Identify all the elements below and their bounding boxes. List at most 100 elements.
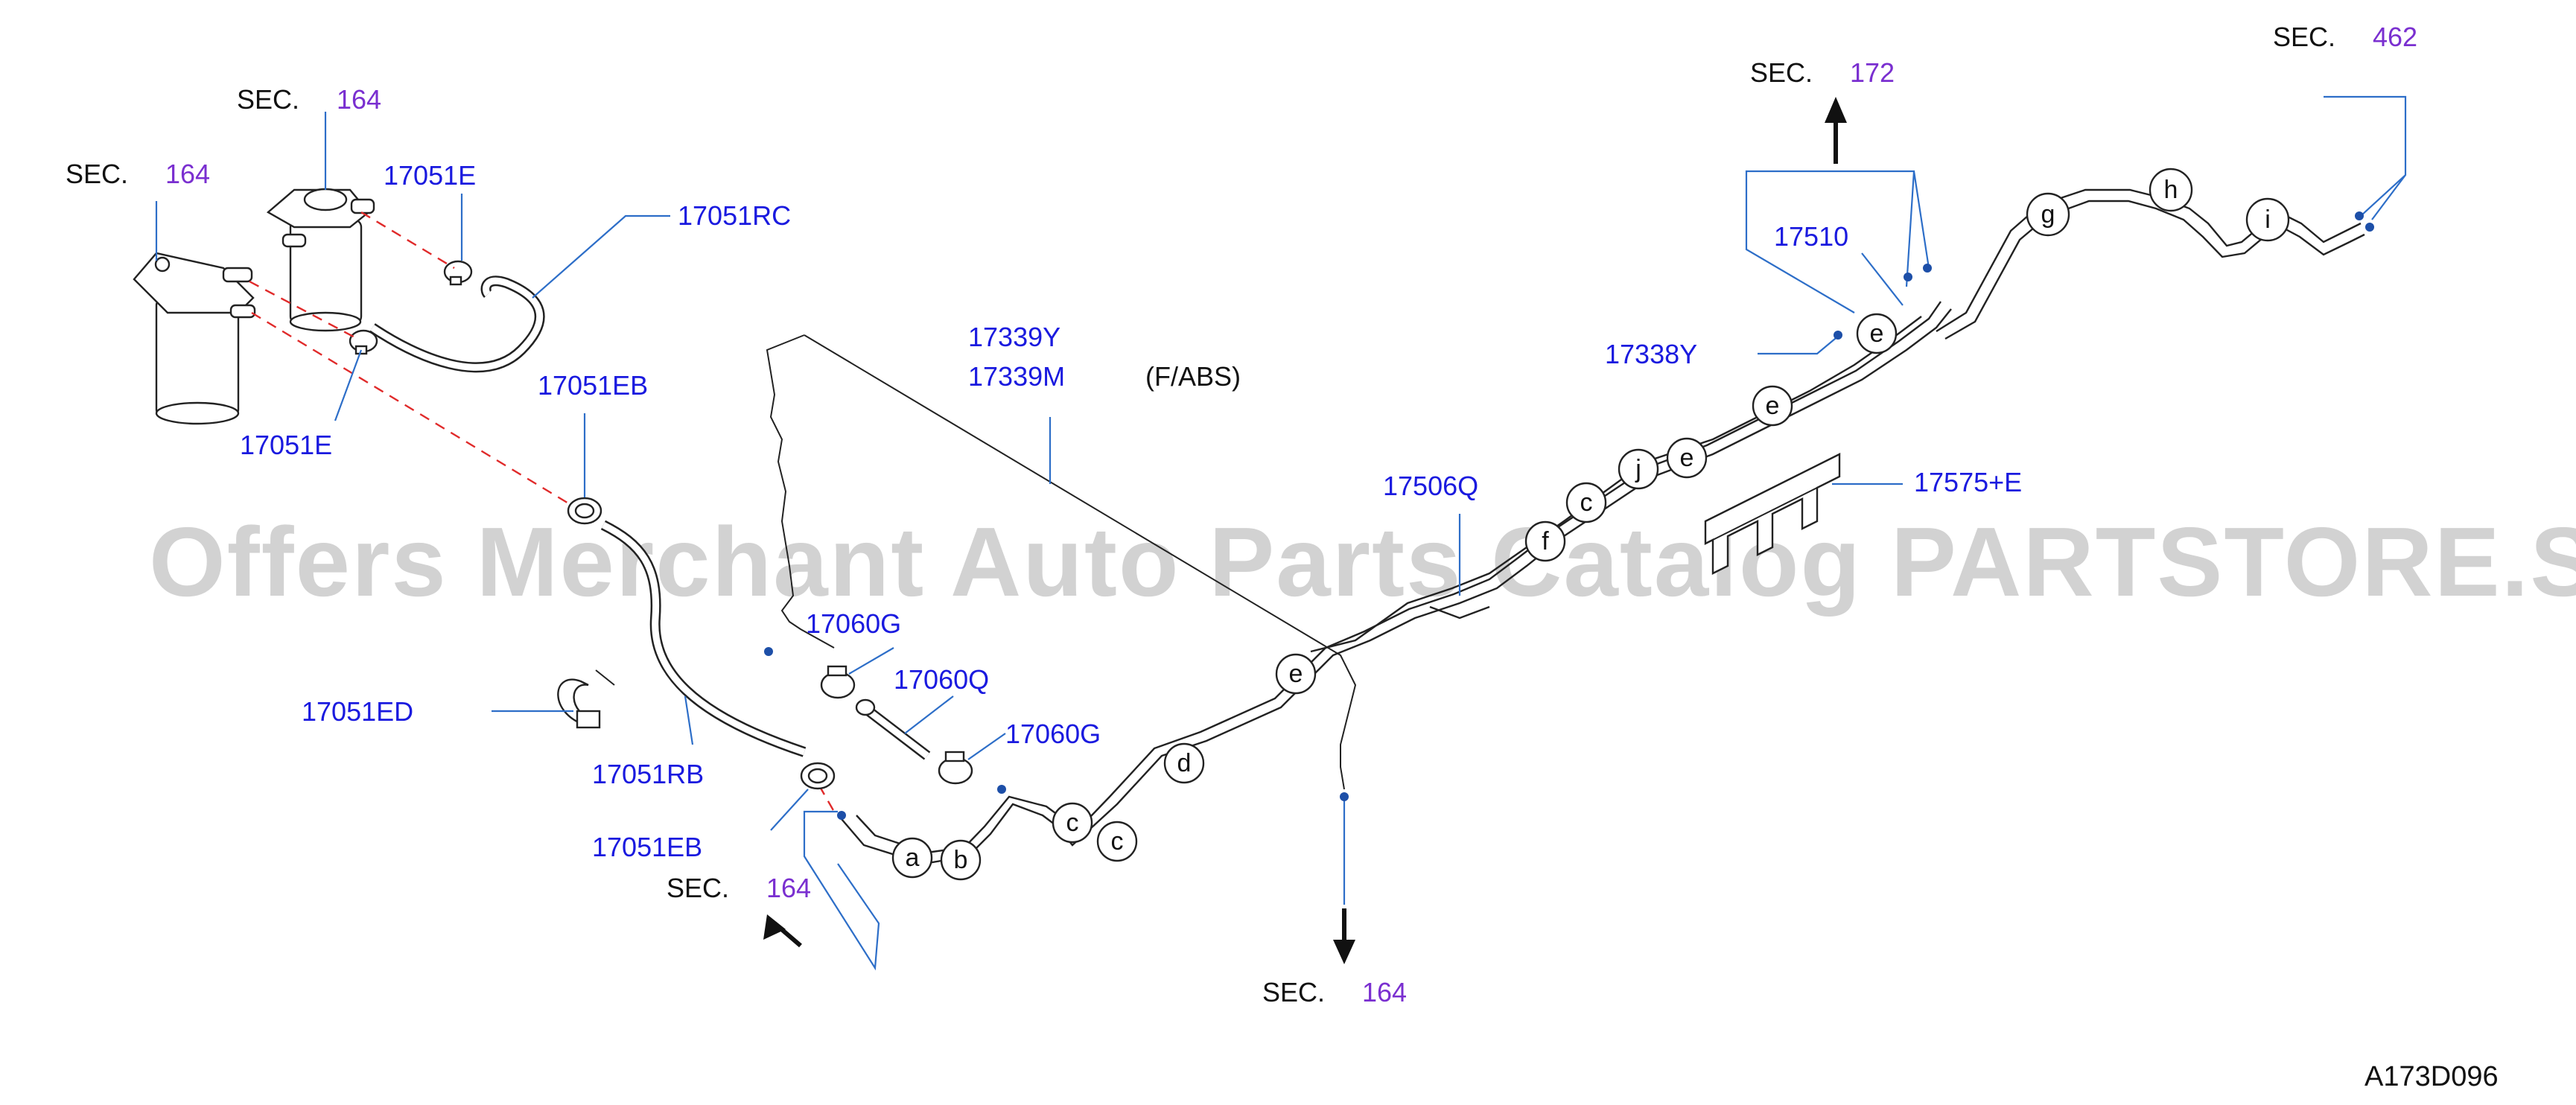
- svg-text:SEC.: SEC.: [1750, 57, 1813, 88]
- clamp-17051EB-bottom[interactable]: [800, 762, 836, 790]
- svg-text:b: b: [954, 846, 968, 874]
- leader-17510: [1861, 252, 1904, 306]
- tube-end-dot-9: [2365, 223, 2374, 232]
- arrow-up-sec172: [1825, 97, 1847, 164]
- svg-text:SEC.: SEC.: [1262, 977, 1325, 1007]
- evap-canister-left[interactable]: [133, 252, 256, 425]
- svg-text:c: c: [1580, 488, 1593, 517]
- svg-text:SEC.: SEC.: [237, 84, 299, 115]
- clip-bubble-g[interactable]: g: [2026, 192, 2070, 237]
- part-label-17575E[interactable]: 17575+E: [1914, 467, 2022, 497]
- clip-bubble-e4[interactable]: e: [1856, 313, 1898, 354]
- svg-text:c: c: [1111, 827, 1124, 856]
- clip-bubble-a[interactable]: a: [891, 837, 933, 879]
- part-label-17060G-bottom[interactable]: 17060G: [1005, 719, 1101, 749]
- clip-bubble-b[interactable]: b: [940, 839, 982, 881]
- clip-bubble-e3[interactable]: e: [1752, 385, 1793, 427]
- part-label-17051RC[interactable]: 17051RC: [678, 200, 791, 231]
- svg-text:j: j: [1635, 455, 1641, 483]
- hose-17051RC[interactable]: [369, 276, 545, 373]
- section-ref-far[interactable]: SEC. 462: [2273, 22, 2417, 52]
- part-label-17506Q[interactable]: 17506Q: [1383, 471, 1478, 501]
- part-label-17339Y[interactable]: 17339Y: [968, 322, 1060, 352]
- clip-bubble-f[interactable]: f: [1524, 520, 1566, 562]
- clip-bubble-j[interactable]: j: [1618, 448, 1659, 490]
- clip-bubble-c2[interactable]: c: [1096, 821, 1138, 862]
- leader-sec164-front: [803, 810, 880, 971]
- part-label-17051ED[interactable]: 17051ED: [302, 696, 413, 727]
- section-ref-bottom[interactable]: SEC. 164: [1262, 977, 1407, 1007]
- svg-text:e: e: [1680, 444, 1694, 472]
- part-label-17051E-mid[interactable]: 17051E: [240, 430, 332, 460]
- svg-text:a: a: [906, 844, 920, 872]
- part-label-17060Q[interactable]: 17060Q: [894, 664, 989, 695]
- clamp-17060G-bottom[interactable]: [938, 751, 973, 785]
- note-fabs: (F/ABS): [1145, 361, 1241, 392]
- tube-end-dot-1: [764, 647, 773, 656]
- hose-17051RB[interactable]: [600, 520, 807, 757]
- tube-end-dot-7: [1923, 264, 1932, 273]
- svg-text:i: i: [2265, 206, 2271, 234]
- clamp-17051E-top[interactable]: [443, 260, 473, 286]
- clip-bubble-h[interactable]: h: [2149, 168, 2193, 212]
- part-label-17510[interactable]: 17510: [1774, 221, 1848, 252]
- svg-text:e: e: [1766, 392, 1780, 420]
- svg-text:164: 164: [337, 84, 381, 115]
- svg-text:164: 164: [165, 159, 210, 189]
- clip-bubble-c1[interactable]: c: [1052, 802, 1093, 844]
- svg-text:d: d: [1177, 749, 1192, 777]
- svg-text:164: 164: [766, 873, 811, 903]
- svg-text:c: c: [1066, 809, 1079, 837]
- svg-text:164: 164: [1362, 977, 1407, 1007]
- clip-bubble-d[interactable]: d: [1163, 742, 1205, 784]
- section-ref-front[interactable]: SEC. 164: [667, 873, 811, 903]
- svg-text:h: h: [2164, 176, 2178, 204]
- hose-17060Q[interactable]: [855, 698, 931, 760]
- clip-bubble-c3[interactable]: c: [1565, 482, 1607, 523]
- arrow-down-sec164: [1333, 908, 1355, 964]
- svg-text:e: e: [1289, 660, 1303, 688]
- leader-17051RB: [684, 695, 694, 745]
- part-label-17338Y[interactable]: 17338Y: [1605, 339, 1697, 369]
- part-label-17339M[interactable]: 17339M: [968, 361, 1065, 392]
- clamp-17051EB-top[interactable]: [567, 497, 602, 525]
- leader-17051EB-bottom: [770, 789, 809, 831]
- leader-17051E-mid: [334, 349, 363, 421]
- diagram-code: A173D096: [2364, 1061, 2499, 1092]
- svg-text:SEC.: SEC.: [66, 159, 128, 189]
- watermark: Offers Merchant Auto Parts Catalog PARTS…: [149, 507, 2576, 617]
- leader-17060G-bottom: [967, 733, 1006, 760]
- clamp-17051E-mid[interactable]: [349, 329, 378, 355]
- section-ref-up[interactable]: SEC. 172: [1750, 57, 1895, 88]
- svg-text:SEC.: SEC.: [667, 873, 729, 903]
- part-label-17051E-top[interactable]: 17051E: [384, 160, 476, 191]
- fuel-tube-rear[interactable]: [1936, 188, 2365, 340]
- svg-text:f: f: [1542, 527, 1549, 555]
- clip-bubble-e2[interactable]: e: [1666, 437, 1708, 479]
- dashed-link-2: [249, 280, 358, 340]
- part-label-17051EB-top[interactable]: 17051EB: [538, 370, 648, 401]
- clamp-17060G-top[interactable]: [820, 665, 856, 699]
- leader-17060G-top: [848, 647, 894, 675]
- protector-17575E[interactable]: [1704, 453, 1841, 575]
- dashed-link-4: [818, 785, 836, 812]
- clip-bubble-e1[interactable]: e: [1275, 653, 1317, 695]
- leader-17060Q: [904, 695, 954, 734]
- tube-end-dot-5: [1834, 331, 1842, 340]
- svg-text:SEC.: SEC.: [2273, 22, 2335, 52]
- brake-tube-outline-17339[interactable]: [766, 334, 1357, 790]
- part-label-17051RB[interactable]: 17051RB: [592, 759, 704, 789]
- svg-text:172: 172: [1850, 57, 1895, 88]
- part-label-17051EB-bottom[interactable]: 17051EB: [592, 832, 702, 862]
- clip-bubble-i[interactable]: i: [2245, 197, 2290, 242]
- tube-end-dot-4: [1340, 792, 1349, 801]
- clamp-17051ED[interactable]: [557, 669, 615, 729]
- leader-sec172: [1745, 170, 1930, 313]
- evap-canister-top[interactable]: [266, 188, 375, 332]
- svg-text:462: 462: [2373, 22, 2417, 52]
- part-label-17060G-top[interactable]: 17060G: [806, 608, 901, 639]
- section-ref-left[interactable]: SEC. 164: [66, 159, 210, 189]
- section-ref-top[interactable]: SEC. 164: [237, 84, 381, 115]
- dashed-link-1: [360, 211, 455, 270]
- leader-17051RC: [532, 214, 670, 299]
